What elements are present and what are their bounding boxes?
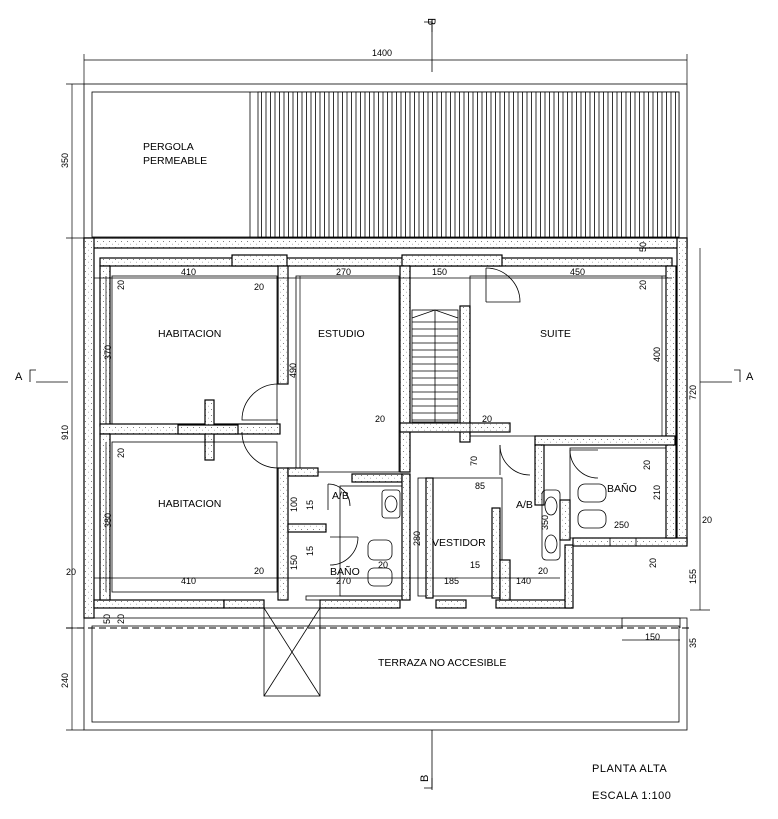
dim-185: 185 xyxy=(444,576,459,586)
dim-20-hab2-l: 20 xyxy=(116,448,126,458)
dim-20-ves: 20 xyxy=(538,566,548,576)
dim-270-bottom: 270 xyxy=(336,576,351,586)
dimension-texts: 1400 350 910 240 720 410 270 150 450 50 … xyxy=(60,48,712,688)
dim-20-bano2: 20 xyxy=(642,460,652,470)
dim-370: 370 xyxy=(103,345,113,360)
dim-15-b: 15 xyxy=(305,546,315,556)
room-habitacion-2: HABITACION xyxy=(158,498,221,510)
section-a-right: A xyxy=(746,371,754,383)
dim-410-top: 410 xyxy=(181,267,196,277)
dim-20-suite-l: 20 xyxy=(482,414,492,424)
dim-210: 210 xyxy=(652,485,662,500)
dim-20-left: 20 xyxy=(66,567,76,577)
dim-50-left: 50 xyxy=(102,614,112,624)
dim-250: 250 xyxy=(614,520,629,530)
section-markers xyxy=(29,20,741,790)
room-ab-2: A/B xyxy=(516,499,533,511)
dim-right-720: 720 xyxy=(688,385,698,400)
room-suite: SUITE xyxy=(540,328,571,340)
skylight xyxy=(263,607,321,697)
dim-overall-width: 1400 xyxy=(372,48,392,58)
dim-20-hab2-r: 20 xyxy=(254,566,264,576)
room-bano-1: BAÑO xyxy=(330,565,360,578)
dim-380: 380 xyxy=(103,513,113,528)
section-b-bottom: B xyxy=(419,774,431,782)
dim-70: 70 xyxy=(469,456,479,466)
dim-350: 350 xyxy=(540,515,550,530)
room-labels: PERGOLA PERMEABLE HABITACION ESTUDIO SUI… xyxy=(143,141,637,669)
dim-490: 490 xyxy=(288,363,298,378)
section-labels: B B A A xyxy=(15,18,754,782)
room-ab-1: A/B xyxy=(332,490,349,502)
room-vestidor: VESTIDOR xyxy=(432,537,486,549)
dim-35: 35 xyxy=(688,638,698,648)
dim-15-a: 15 xyxy=(305,500,315,510)
section-a-left: A xyxy=(15,371,23,383)
title-block: PLANTA ALTA ESCALA 1:100 xyxy=(592,763,671,802)
room-bano-2: BAÑO xyxy=(607,482,637,495)
dim-85: 85 xyxy=(475,481,485,491)
dim-20-inner-r: 20 xyxy=(648,558,658,568)
dim-400: 400 xyxy=(652,347,662,362)
dim-pergola-depth: 350 xyxy=(60,153,70,168)
dim-20-hab1-r: 20 xyxy=(254,282,264,292)
dim-20-left-b: 20 xyxy=(116,614,126,624)
room-estudio: ESTUDIO xyxy=(318,328,365,340)
dim-150-bano: 150 xyxy=(289,555,299,570)
room-terraza: TERRAZA NO ACCESIBLE xyxy=(378,657,506,669)
plan-scale: ESCALA 1:100 xyxy=(592,790,671,802)
pergola xyxy=(83,83,688,240)
pergola-slats xyxy=(257,91,680,238)
dim-100: 100 xyxy=(289,497,299,512)
room-habitacion-1: HABITACION xyxy=(158,328,221,340)
terraza xyxy=(66,607,690,731)
dim-140: 140 xyxy=(516,576,531,586)
dim-20-ext-r: 20 xyxy=(702,515,712,525)
dim-terraza-depth: 240 xyxy=(60,673,70,688)
dim-150-top: 150 xyxy=(432,267,447,277)
section-b-top: B xyxy=(425,18,437,26)
dim-270-top: 270 xyxy=(336,267,351,277)
dim-410-bottom: 410 xyxy=(181,576,196,586)
dim-20-estudio: 20 xyxy=(375,414,385,424)
dim-20-bano: 20 xyxy=(378,560,388,570)
plan-title: PLANTA ALTA xyxy=(592,763,667,775)
dim-450-top: 450 xyxy=(570,267,585,277)
staircase xyxy=(411,309,459,423)
dim-total-depth: 910 xyxy=(60,425,70,440)
dim-20-suite-r: 20 xyxy=(638,280,648,290)
dim-50-top: 50 xyxy=(638,242,648,252)
sanitary-fixtures xyxy=(367,483,637,587)
dim-155: 155 xyxy=(688,569,698,584)
dim-20-hab1-l: 20 xyxy=(116,280,126,290)
inner-outlines xyxy=(99,254,677,601)
room-pergola-2: PERMEABLE xyxy=(143,155,207,167)
dim-150-right: 150 xyxy=(645,632,660,642)
doors xyxy=(241,267,599,566)
dim-280: 280 xyxy=(412,531,422,546)
room-pergola-1: PERGOLA xyxy=(143,141,194,153)
dimension-lines xyxy=(66,54,710,731)
dim-15-c: 15 xyxy=(470,560,480,570)
